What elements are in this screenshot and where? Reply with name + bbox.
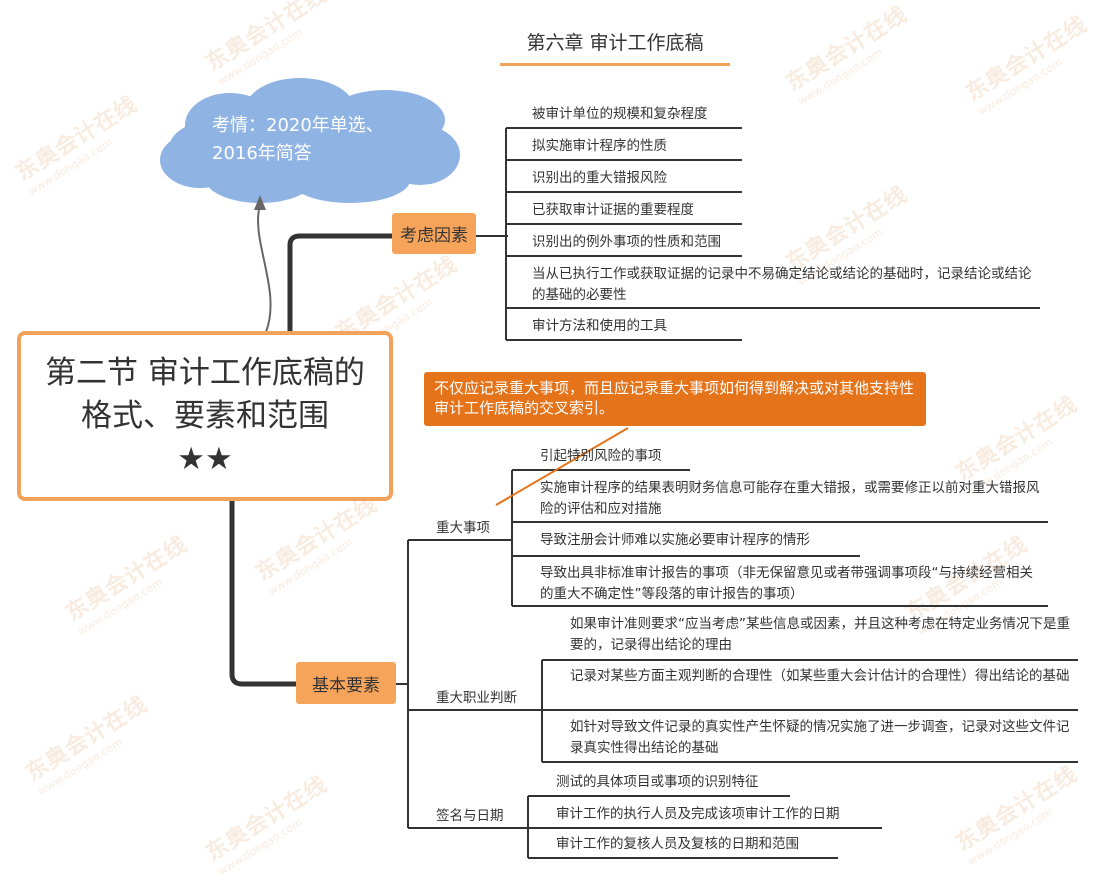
subtopic-professional-judgment[interactable]: 重大职业判断 — [436, 690, 517, 706]
central-title: 第二节 审计工作底稿的格式、要素和范围 — [45, 354, 365, 434]
cloud-shape — [160, 78, 460, 203]
consider-item[interactable]: 识别出的重大错报风险 — [532, 170, 667, 186]
chapter-title: 第六章 审计工作底稿 — [526, 32, 704, 54]
signature-item[interactable]: 审计工作的复核人员及复核的日期和范围 — [556, 836, 799, 852]
chapter-underline — [500, 63, 730, 66]
callout-connector — [495, 427, 629, 506]
central-topic[interactable]: 第二节 审计工作底稿的格式、要素和范围 ★★ — [17, 331, 393, 501]
cloud-arrow-head — [254, 195, 266, 210]
consider-item[interactable]: 识别出的例外事项的性质和范围 — [532, 234, 721, 250]
callout-note: 不仅应记录重大事项，而且应记录重大事项如何得到解决或对其他支持性审计工作底稿的交… — [424, 372, 926, 426]
signature-item[interactable]: 审计工作的执行人员及完成该项审计工作的日期 — [556, 806, 840, 822]
judgment-item[interactable]: 记录对某些方面主观判断的合理性（如某些重大会计估计的合理性）得出结论的基础 — [570, 668, 1070, 684]
basic-bracket — [396, 469, 1078, 859]
consider-item[interactable]: 被审计单位的规模和复杂程度 — [532, 106, 708, 122]
major-matter-item[interactable]: 导致出具非标准审计报告的事项（非无保留意见或者带强调事项段“与持续经营相关的重大… — [540, 565, 1033, 602]
consider-item[interactable]: 当从已执行工作或获取证据的记录中不易确定结论或结论的基础时，记录结论或结论的基础… — [532, 266, 1032, 303]
consider-item[interactable]: 审计方法和使用的工具 — [532, 318, 667, 334]
cloud-note: 考情：2020年单选、2016年简答 — [212, 115, 384, 164]
major-matter-item[interactable]: 导致注册会计师难以实施必要审计程序的情形 — [540, 532, 810, 548]
judgment-item[interactable]: 如针对导致文件记录的真实性产生怀疑的情况实施了进一步调查，记录对这些文件记录真实… — [570, 719, 1070, 756]
signature-item[interactable]: 测试的具体项目或事项的识别特征 — [556, 774, 759, 790]
subtopic-major-matters[interactable]: 重大事项 — [436, 520, 490, 536]
spine-basic — [229, 497, 296, 687]
consider-item[interactable]: 已获取审计证据的重要程度 — [532, 202, 694, 218]
major-matter-item[interactable]: 引起特别风险的事项 — [540, 448, 662, 464]
topic-basic-elements[interactable]: 基本要素 — [296, 662, 396, 704]
subtopic-signature-date[interactable]: 签名与日期 — [436, 808, 504, 824]
cloud-arrow — [257, 204, 272, 333]
topic-consider-factors[interactable]: 考虑因素 — [392, 213, 476, 254]
judgment-item[interactable]: 如果审计准则要求“应当考虑”某些信息或因素，并且这种考虑在特定业务情况下是重要的… — [570, 616, 1070, 653]
consider-item[interactable]: 拟实施审计程序的性质 — [532, 138, 667, 154]
major-matter-item[interactable]: 实施审计程序的结果表明财务信息可能存在重大错报，或需要修正以前对重大错报风险的评… — [540, 480, 1040, 517]
central-stars: ★★ — [177, 440, 233, 477]
spine-consider — [287, 233, 392, 332]
consider-bracket — [476, 127, 1040, 341]
